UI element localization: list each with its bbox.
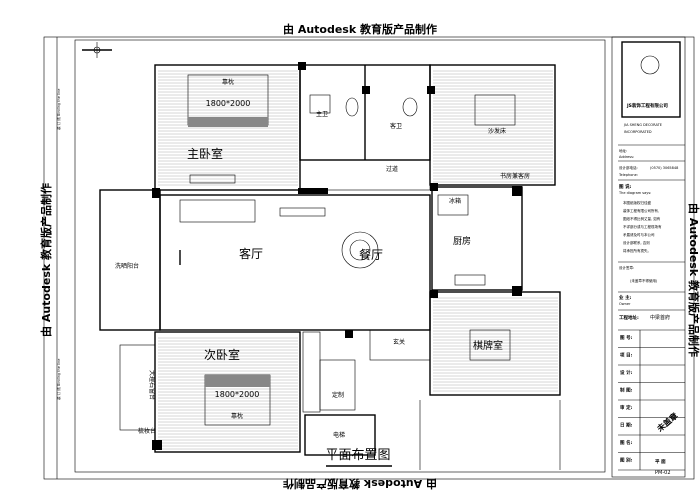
dining-table <box>341 231 379 269</box>
label-bed-size-1: 1800*2000 <box>206 99 251 108</box>
chess-table <box>469 329 511 361</box>
watermark-top: 由 Autodesk 教育版产品制作 <box>283 22 437 36</box>
label-foyer: 玄关 <box>393 338 405 346</box>
label-guest-bath: 客卫 <box>390 122 402 130</box>
company-name-en-2: INCORPORATED <box>624 130 652 134</box>
notice-line: 装饰工程有限公司所有, <box>623 208 659 213</box>
sofa-bed <box>474 94 516 126</box>
label-fridge: 冰箱 <box>449 197 461 205</box>
binding-text-bottom: 装 订 线 Binding the line <box>56 359 61 400</box>
walls <box>99 64 561 470</box>
project-address-label: 工程地址: <box>619 314 639 321</box>
label-corridor: 过道 <box>386 165 398 173</box>
owner-label: 业 主: <box>619 294 632 301</box>
label-master-bedroom: 主卧室 <box>187 146 223 161</box>
title-block-row-label: 审 定: <box>620 404 633 411</box>
watermark-right: 由 Autodesk 教育版产品制作 <box>687 203 700 357</box>
label-sofa-bed: 沙发床 <box>488 127 506 135</box>
company-name-en-1: JIA SHENG DECORATE <box>623 123 662 127</box>
label-custom: 定制 <box>332 391 344 399</box>
phone-en: Telephone: <box>618 173 638 177</box>
title-block: JS装饰工程有限公司 JIA SHENG DECORATE INCORPORAT… <box>618 41 685 476</box>
phone-value: (0570) 3065848 <box>650 166 678 170</box>
title-block-row-label: 项 目: <box>620 352 633 359</box>
fridge <box>437 194 469 216</box>
tv-cabinet <box>189 174 236 184</box>
sheet-name: 平 面 <box>655 458 666 465</box>
seal-label: 设计签章: <box>619 265 634 270</box>
company-name-cn: JS装饰工程有限公司 <box>626 102 668 109</box>
notice-line: 不详部分或与工程现场有 <box>623 224 662 229</box>
label-living: 客厅 <box>239 246 263 261</box>
columns <box>152 62 522 450</box>
title-block-frame <box>611 36 686 478</box>
watermark-bottom: 由 Autodesk 教育版产品制作 <box>283 477 437 491</box>
title-block-row-label: 图 别: <box>620 457 633 464</box>
phone-cn: 设计部电话: <box>619 165 638 170</box>
furniture <box>179 74 516 426</box>
label-pillow-2: 靠枕 <box>231 412 243 420</box>
owner-en: Owner <box>619 302 631 306</box>
tv-console <box>279 207 326 217</box>
diagram-says-en: The diagram says: <box>618 191 651 195</box>
title-block-row-label: 日 期: <box>620 422 633 429</box>
label-marble-sill: 大理石窗台 <box>148 370 156 400</box>
title-block-row-label: 图 名: <box>620 439 633 446</box>
sofa <box>179 199 256 223</box>
label-pillow-1: 靠枕 <box>222 78 234 86</box>
sheet-border <box>43 36 695 480</box>
drawing-title: 平面布置图 <box>325 448 390 463</box>
label-dining: 餐厅 <box>359 247 383 262</box>
notice-line: 图纸不得比例丈量, 如有 <box>623 216 661 221</box>
room-labels: 主卧室 1800*2000 靠枕 主卫 客卫 过道 沙发床 书房兼客房 冰箱 厨… <box>115 78 530 467</box>
notice-line: 矛盾请及时与本公司 <box>623 232 655 237</box>
diagram-says-cn: 图 说: <box>619 183 632 190</box>
seal-note: (未盖章不得使用) <box>630 278 658 283</box>
address-cn: 地址: <box>619 148 627 153</box>
label-bed-size-2: 1800*2000 <box>215 390 260 399</box>
label-kitchen: 厨房 <box>453 235 471 247</box>
drawing-frame <box>74 39 606 473</box>
sheet-number: PM-02 <box>655 470 671 476</box>
label-chess-room: 棋牌室 <box>473 339 503 352</box>
unstamped-mark: 未盖章 <box>654 410 680 434</box>
title-block-row-label: 图 号: <box>620 334 633 341</box>
project-address-value: 中梁首府 <box>650 314 670 321</box>
title-block-row-label: 制 图: <box>620 387 633 394</box>
watermark-left: 由 Autodesk 教育版产品制作 <box>39 183 53 337</box>
notice-line: 本图纸版权归佳盛 <box>623 200 651 205</box>
label-laundry-balcony: 洗晒阳台 <box>115 262 139 270</box>
label-elevator: 电梯 <box>333 431 345 439</box>
address-en: Address: <box>619 155 634 159</box>
title-block-row-label: 设 计: <box>620 369 633 376</box>
binding-text-top: 装 订 线 Binding the line <box>56 89 61 130</box>
label-study: 书房兼客房 <box>500 172 530 180</box>
label-master-bath: 主卫 <box>316 110 328 118</box>
notice-line: 将承担所有损失。 <box>623 248 651 253</box>
notice-line: 设计部联系, 否则 <box>623 240 650 245</box>
company-logo-icon <box>640 55 660 75</box>
compass-icon <box>82 42 112 58</box>
label-second-bedroom: 次卧室 <box>204 347 240 362</box>
stove <box>454 274 486 286</box>
label-dresser: 梳妆台 <box>138 427 156 435</box>
floor-hatching <box>158 70 558 450</box>
